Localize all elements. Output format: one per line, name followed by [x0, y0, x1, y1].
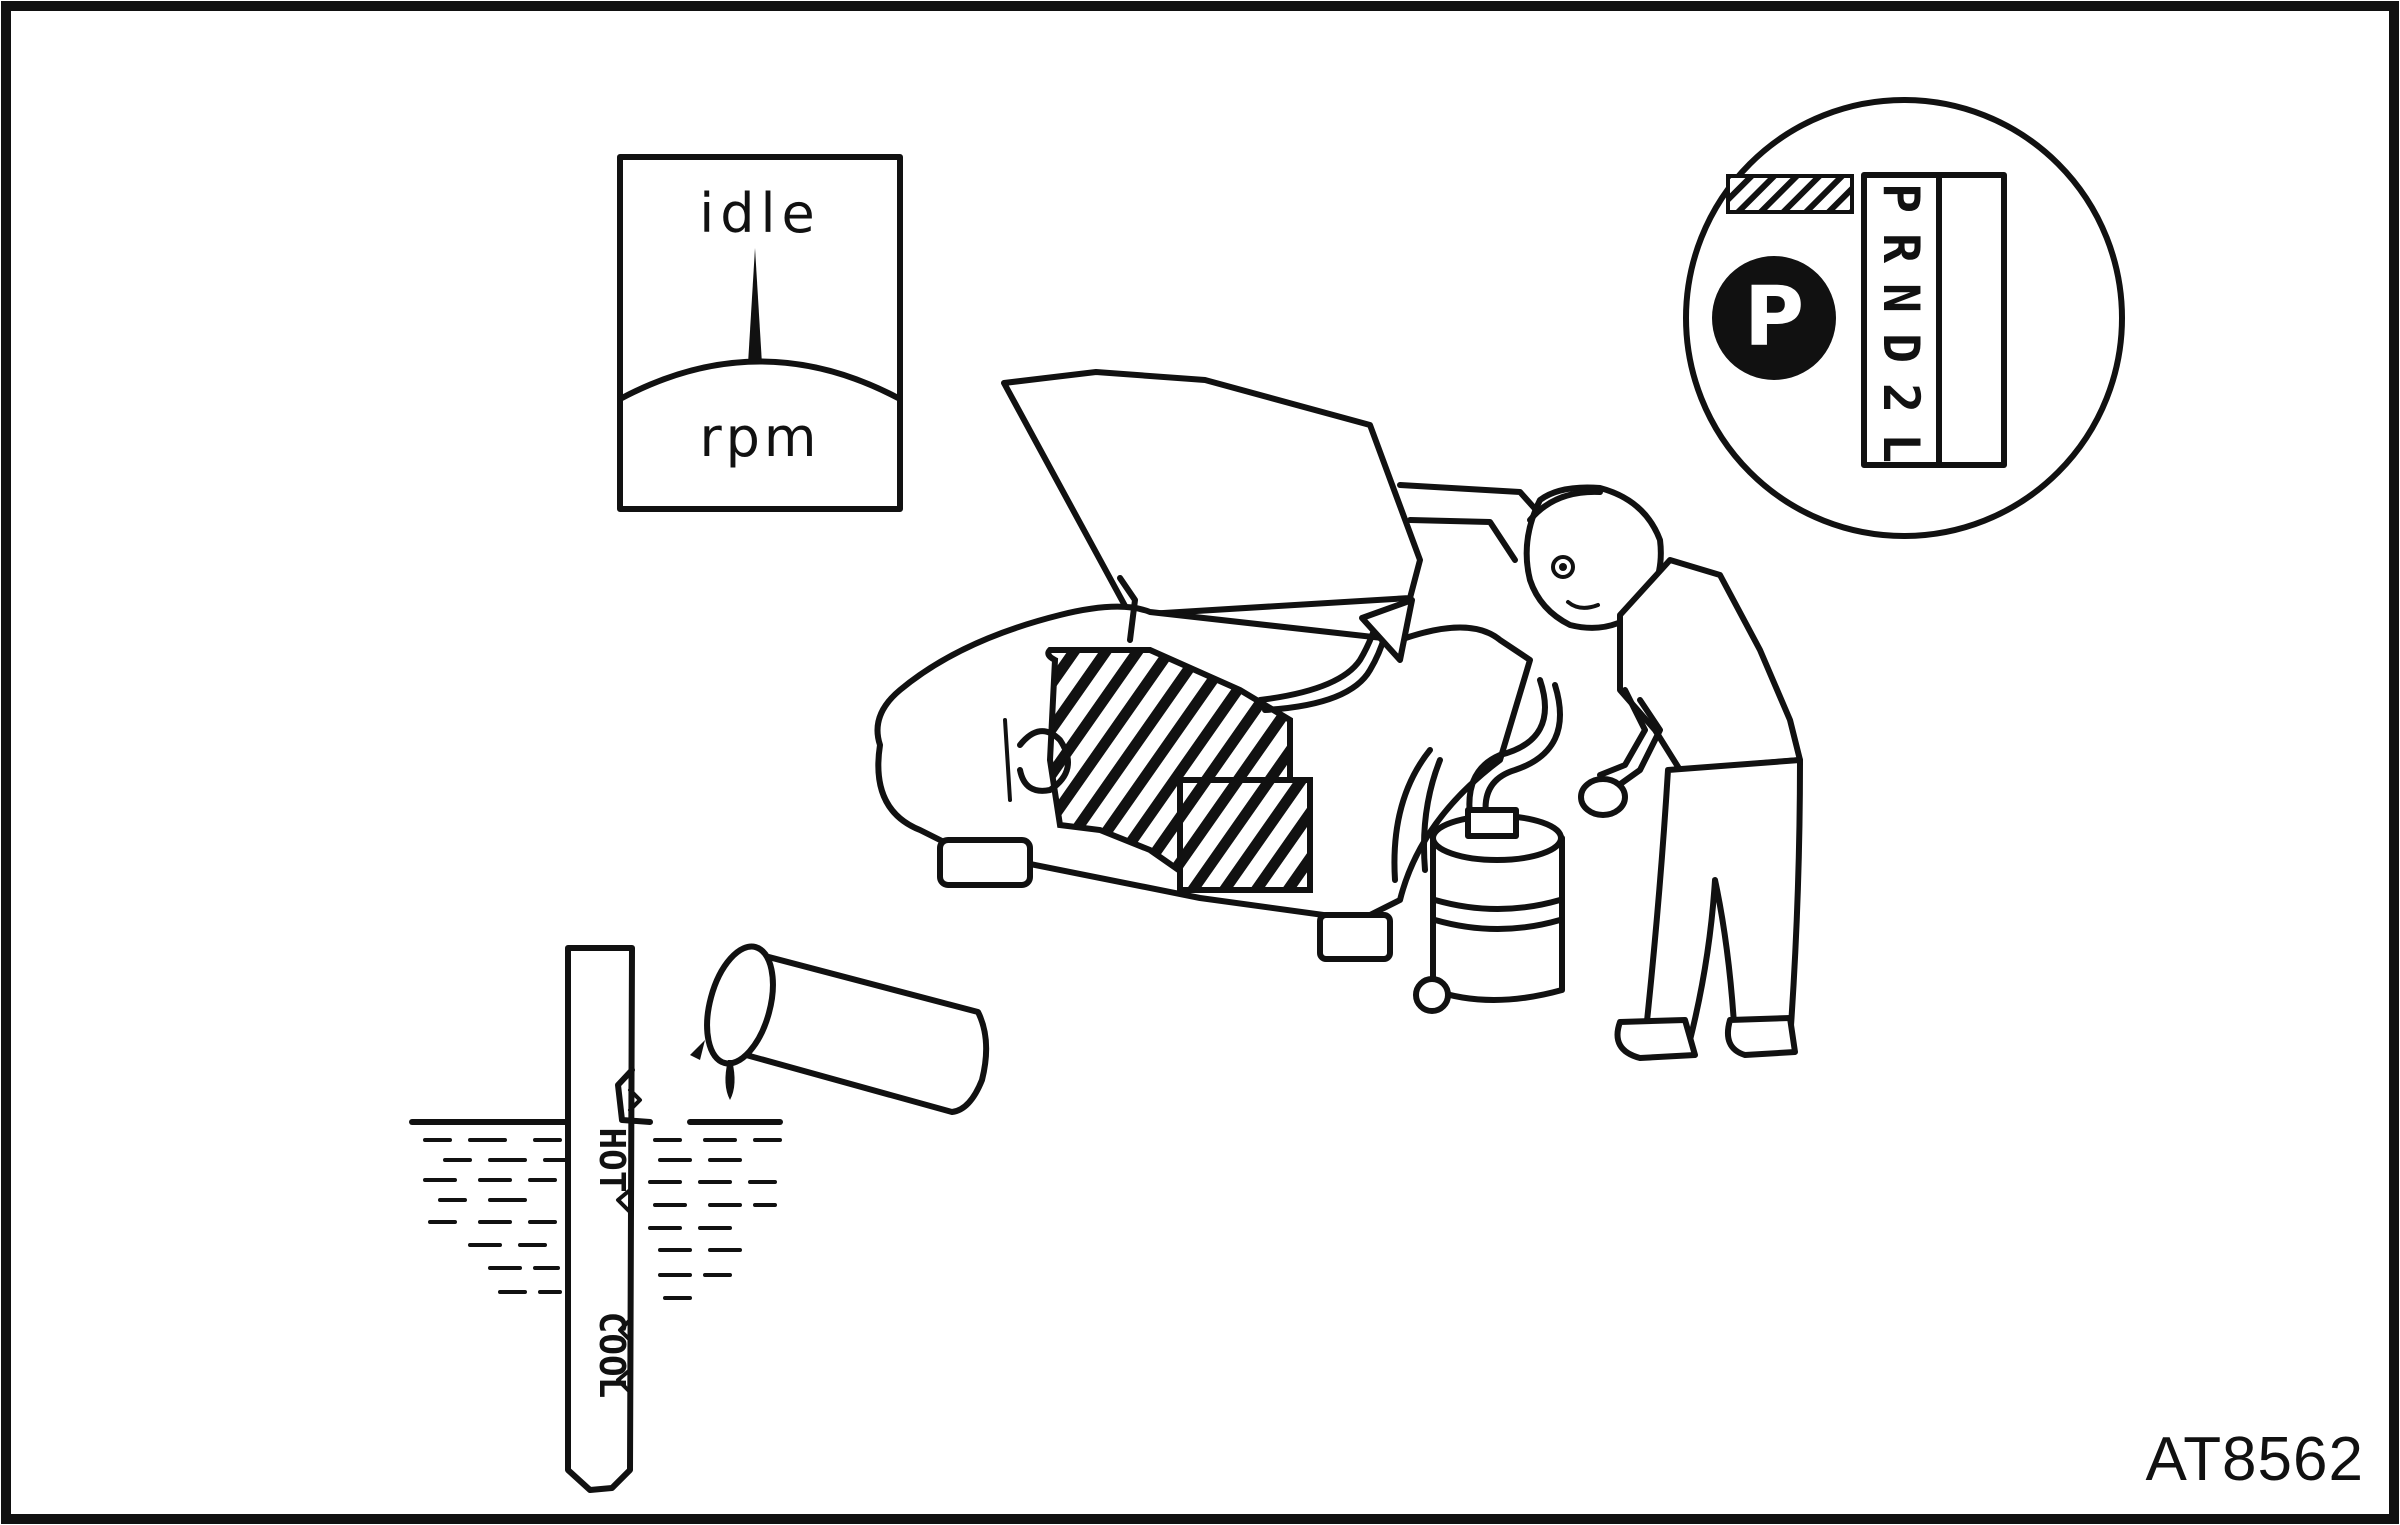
mechanic-figure — [1523, 484, 1803, 1061]
car-illustration — [874, 369, 1563, 962]
gear-position-r: R — [1872, 233, 1930, 264]
tach-rpm-label: rpm — [699, 406, 820, 469]
thermometer-hot-label: HOT — [591, 1127, 632, 1192]
gear-position-d: D — [1872, 333, 1930, 363]
tachometer-gauge: idle rpm — [617, 154, 903, 512]
selected-gear-label: P — [1744, 270, 1804, 365]
gear-position-l: L — [1872, 433, 1930, 463]
tach-idle-label: idle — [699, 182, 821, 245]
thermometer-cool-label: COOL — [591, 1312, 632, 1399]
park-indicator-icon — [1712, 256, 1836, 380]
gear-position-p: P — [1872, 183, 1930, 213]
gear-position-n: N — [1872, 283, 1930, 313]
shift-indicator: P P R N D 2 L — [1683, 97, 2125, 539]
figure-id: AT8562 — [2145, 1425, 2364, 1494]
gear-position-2: 2 — [1872, 383, 1930, 413]
pouring-cup — [690, 943, 990, 1115]
thermometer-in-fluid: HOT COOL — [409, 945, 783, 1493]
oil-drain-can — [1413, 807, 1565, 1014]
